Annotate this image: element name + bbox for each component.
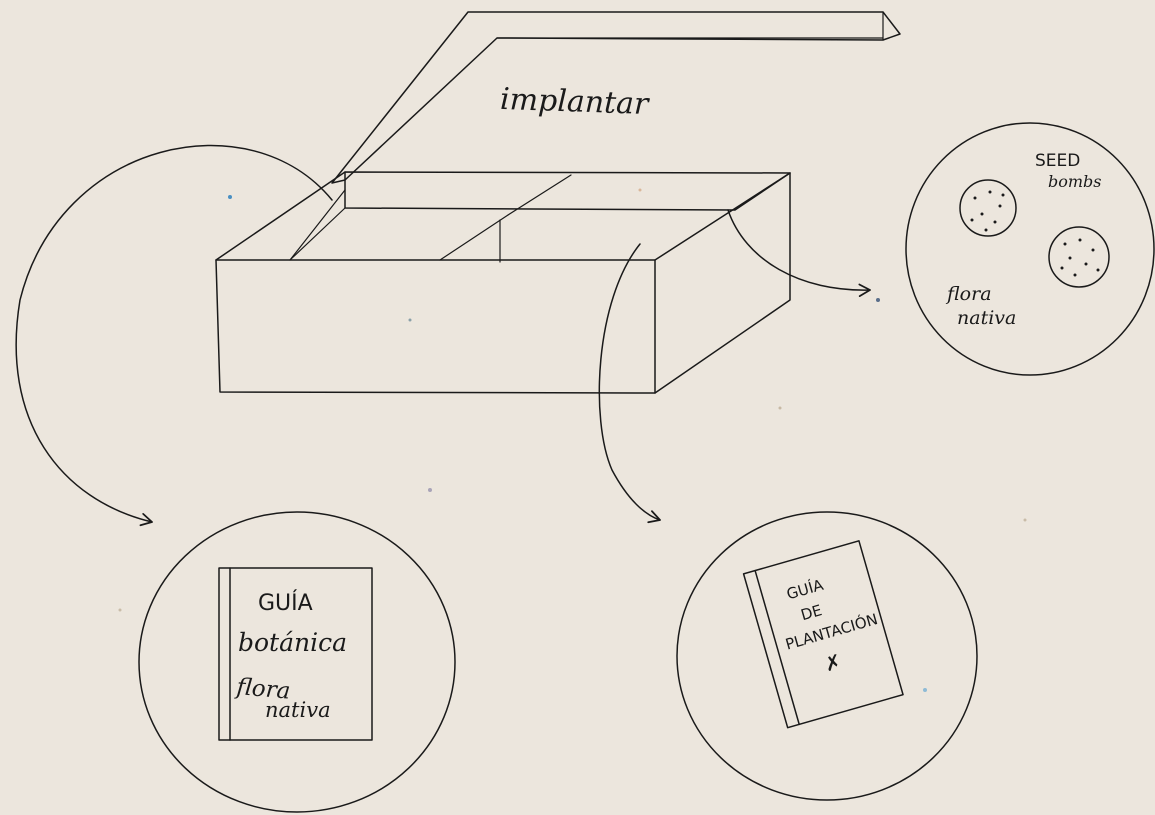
box-front-face [216,260,655,393]
planting-guide-book: GUÍA DE PLANTACIÓN ✗ [744,541,903,728]
botanical-guide-circle: GUÍA botánica flora nativa [139,512,455,812]
seed-bombs-circle: SEED bombs flora nativa [906,123,1154,375]
planting-guide-line2: DE [799,601,824,624]
planting-guide-line4: ✗ [822,649,845,677]
botanical-guide-line2: botánica [238,628,347,657]
botanical-guide-line1: GUÍA [258,590,313,616]
box-lid-label: implantar [499,82,650,122]
open-box: implantar [216,12,900,393]
botanical-guide-line4: nativa [265,698,331,722]
planting-guide-line3: PLANTACIÓN [783,609,880,653]
seed-title-line1: SEED [1035,151,1080,171]
arrow-to-botanical-guide [16,145,332,522]
arrow-to-planting-guide [599,244,660,520]
planting-guide-line1: GUÍA [784,575,826,604]
box-right-side [655,173,790,393]
seed-bomb-2 [1049,227,1109,287]
seed-dots [971,191,1100,277]
seed-title-line2: bombs [1048,172,1102,191]
seed-bomb-1 [960,180,1016,236]
arrow-to-seed-bombs [728,210,870,290]
planting-guide-circle: GUÍA DE PLANTACIÓN ✗ [677,512,977,800]
seed-subtitle-line2: nativa [957,307,1016,329]
paper-texture [119,189,1027,693]
seed-subtitle-line1: flora [945,283,992,305]
